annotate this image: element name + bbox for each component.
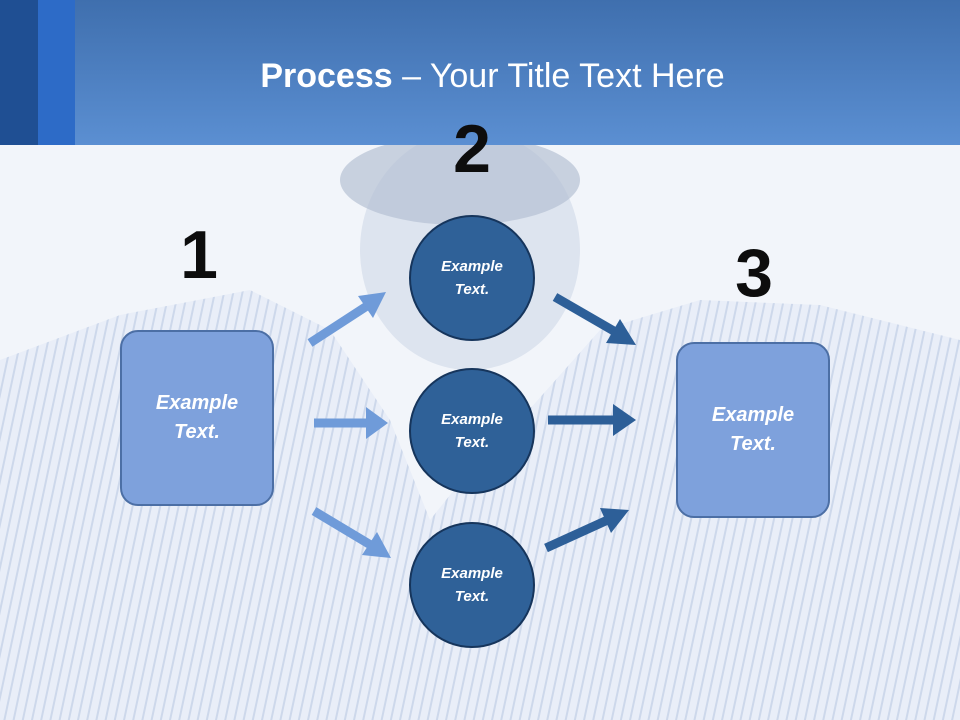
middle-center-circle: Example Text. xyxy=(409,368,535,494)
middle-bottom-circle: Example Text. xyxy=(409,522,535,648)
arrow-to-middle-top xyxy=(307,292,386,347)
middle-top-circle-text: Example Text. xyxy=(441,258,503,298)
title-bold: Process xyxy=(260,57,393,95)
end-box: Example Text. xyxy=(676,342,830,518)
start-box: Example Text. xyxy=(120,330,274,506)
step-number-3: 3 xyxy=(735,235,773,311)
step-number-1: 1 xyxy=(180,217,218,293)
title-accent-stripe-light xyxy=(38,0,75,145)
middle-bottom-circle-text: Example Text. xyxy=(441,565,503,605)
middle-center-circle-text: Example Text. xyxy=(441,411,503,451)
arrow-to-middle-bottom xyxy=(311,507,391,558)
start-box-text: Example Text. xyxy=(155,392,239,443)
title-accent-stripe xyxy=(0,0,38,145)
title-bar xyxy=(0,0,960,145)
arrow-from-middle-center xyxy=(548,404,636,436)
arrow-to-middle-center xyxy=(314,407,388,439)
arrow-from-middle-top xyxy=(552,293,636,345)
end-box-text: Example Text. xyxy=(711,404,795,455)
arrow-from-middle-bottom xyxy=(544,508,629,553)
slide-title: Process – Your Title Text Here xyxy=(0,54,960,98)
title-rest: – Your Title Text Here xyxy=(392,57,725,95)
middle-top-circle: Example Text. xyxy=(409,215,535,341)
step-number-2: 2 xyxy=(453,111,491,187)
